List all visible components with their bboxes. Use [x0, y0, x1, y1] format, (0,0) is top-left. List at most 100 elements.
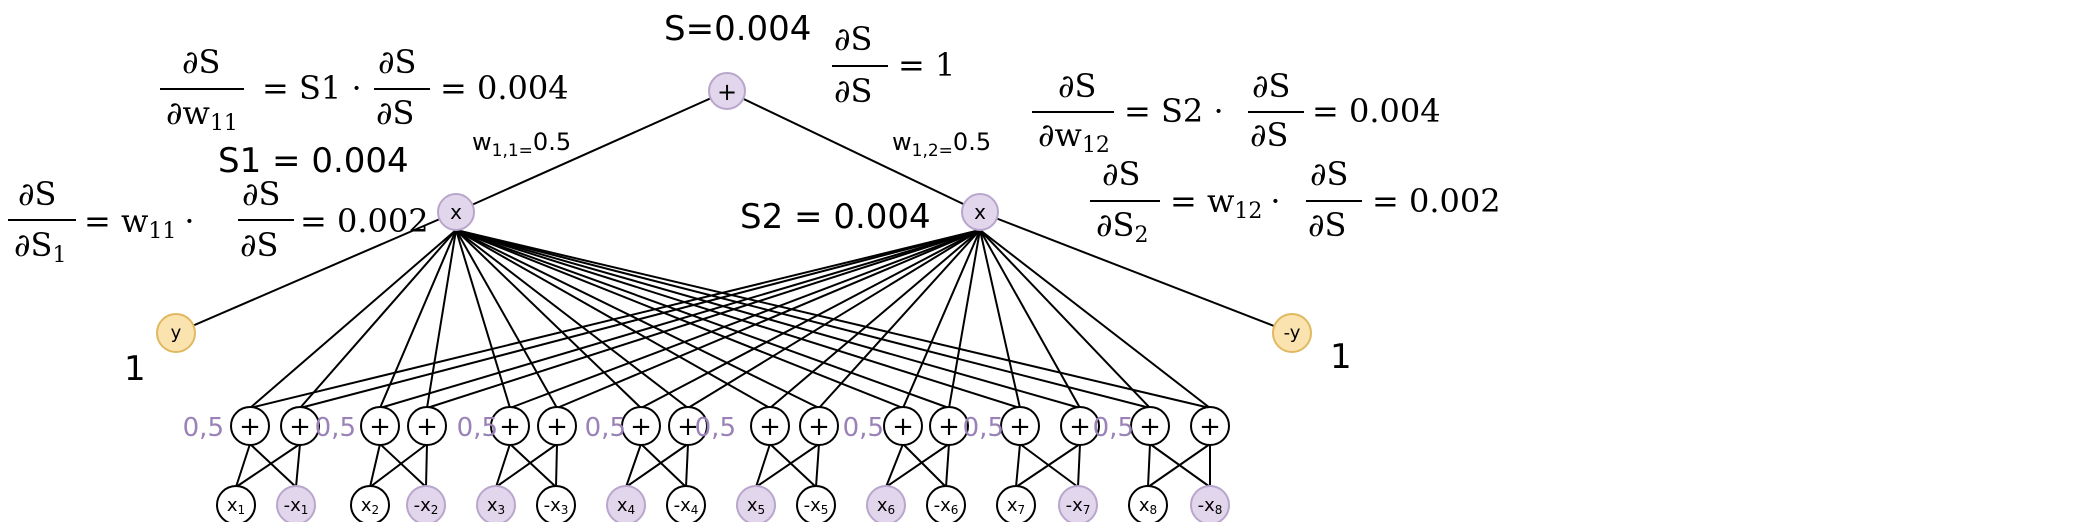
literal-node	[1058, 485, 1098, 522]
svg-text:∂S: ∂S	[376, 94, 414, 132]
literal-label: x6	[877, 495, 895, 518]
edge-plus-literal	[945, 443, 950, 488]
root-sum-node	[708, 72, 746, 110]
edge-plus-literal	[369, 443, 381, 488]
edge-product-plus	[818, 229, 981, 409]
plus-node-symbol: +	[938, 412, 960, 442]
edge-right-plus	[769, 229, 981, 409]
plus-node	[490, 406, 530, 446]
literal-label: -x2	[414, 495, 439, 518]
literal-node	[796, 485, 836, 522]
literal-label: x5	[747, 495, 765, 518]
edge-plus-literal	[379, 443, 427, 488]
plus-node-symbol: +	[892, 412, 914, 442]
literal-label: x8	[1139, 495, 1157, 518]
plus-node-layer: ++++++++++++++++	[230, 406, 1230, 446]
plus-node-symbol: +	[677, 412, 699, 442]
svg-text:∂S: ∂S	[834, 72, 872, 110]
plus-node-symbol: +	[1199, 412, 1221, 442]
edge-plus-literal	[425, 443, 428, 488]
literal-node	[866, 485, 906, 522]
plus-node-symbol: +	[1069, 412, 1091, 442]
edge-plus-literal	[902, 443, 947, 488]
literal-label: -x1	[284, 495, 309, 518]
plus-node	[1060, 406, 1100, 446]
half-weight-label: 0,5	[585, 413, 626, 443]
edge-right-neg-y	[979, 211, 1293, 334]
edge-plus-literal	[755, 443, 820, 488]
edge-left-plus	[455, 229, 820, 409]
plus-node-symbol: +	[546, 412, 568, 442]
edge-right-plus	[979, 229, 1021, 409]
svg-text:∂S: ∂S	[18, 175, 56, 213]
plus-node	[280, 406, 320, 446]
literal-node	[926, 485, 966, 522]
plus-node	[621, 406, 661, 446]
svg-text:= w11·: = w11·	[84, 202, 195, 244]
literal-node	[216, 485, 256, 522]
literal-label: -x8	[1198, 495, 1223, 518]
edge-left-plus	[426, 229, 457, 409]
edge-plus-literal	[495, 443, 558, 488]
svg-text:∂w11: ∂w11	[166, 94, 238, 136]
edge-plus-literal	[625, 443, 689, 488]
edge-plus-literal	[235, 443, 251, 488]
edge-plus-literal	[885, 443, 904, 488]
grad-w12-equation: ∂S ∂w12 = S2 · ∂S ∂S = 0.004	[1032, 67, 1441, 158]
literal-node	[406, 485, 446, 522]
plus-node	[1130, 406, 1170, 446]
plus-node	[883, 406, 923, 446]
svg-text:∂S: ∂S	[1252, 67, 1290, 105]
edge-right-plus	[509, 229, 981, 409]
left-product-node	[437, 193, 475, 231]
svg-text:∂S: ∂S	[182, 43, 220, 81]
edge-plus-literal	[769, 443, 817, 488]
edge-plus-literal	[885, 443, 950, 488]
svg-text:∂S: ∂S	[1102, 155, 1140, 193]
edge-plus-literal	[495, 443, 511, 488]
edge-left-plus	[455, 229, 558, 409]
edge-product-plus	[979, 229, 1081, 409]
edge-plus-literal	[235, 443, 301, 488]
edge-plus-literal	[509, 443, 557, 488]
grad-w11-equation: ∂S ∂w11 = S1 · ∂S ∂S = 0.004	[160, 43, 569, 136]
literal-node	[1128, 485, 1168, 522]
edge-product-plus	[249, 229, 457, 409]
grad-root-equation: ∂S ∂S = 1	[832, 20, 955, 110]
svg-text:∂S: ∂S	[240, 226, 278, 264]
svg-text:∂S: ∂S	[378, 43, 416, 81]
edge-left-plus	[455, 229, 1211, 409]
literal-label: -x4	[674, 495, 699, 518]
edge-left-plus	[299, 229, 457, 409]
literal-label: -x6	[934, 495, 959, 518]
svg-text:= 1: = 1	[898, 46, 955, 84]
literal-label: -x7	[1066, 495, 1091, 518]
literal-label: -x3	[544, 495, 569, 518]
literal-label: x3	[487, 495, 505, 518]
edge-product-plus	[455, 229, 1021, 409]
grad-s2-equation: ∂S ∂S2 = w12· ∂S ∂S = 0.002	[1090, 155, 1501, 248]
y-node-label: y	[171, 323, 182, 344]
literal-node	[666, 485, 706, 522]
svg-text:∂S: ∂S	[1310, 155, 1348, 193]
plus-node	[799, 406, 839, 446]
plus-node-symbol: +	[289, 412, 311, 442]
edge-root-right	[726, 90, 981, 213]
edge-left-y	[175, 211, 457, 334]
svg-text:∂S: ∂S	[834, 20, 872, 58]
edge-product-plus	[455, 229, 511, 409]
root-sum-symbol: +	[717, 78, 737, 106]
svg-text:∂S: ∂S	[242, 175, 280, 213]
edge-product-plus	[299, 229, 981, 409]
plus-node-symbol: +	[1139, 412, 1161, 442]
svg-text:∂w12: ∂w12	[1038, 116, 1110, 158]
svg-text:∂S: ∂S	[1308, 206, 1346, 244]
edge-plus-literal	[249, 443, 297, 488]
half-weight-label: 0,5	[457, 413, 498, 443]
half-weight-label: 0,5	[183, 413, 224, 443]
edge-product-plus	[948, 229, 981, 409]
svg-text:∂S1: ∂S1	[14, 226, 66, 268]
literal-label: -x5	[804, 495, 829, 518]
